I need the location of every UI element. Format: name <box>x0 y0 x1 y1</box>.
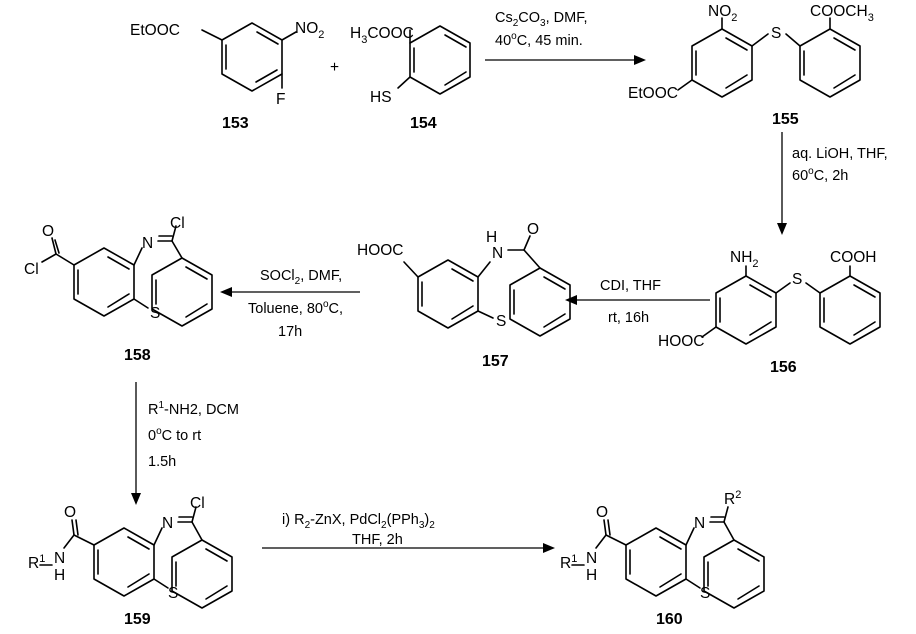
step-4-condition-3: 17h <box>278 324 302 340</box>
label-156-sulfur: S <box>792 271 802 288</box>
step-3-condition-2: rt, 16h <box>608 310 649 326</box>
label-160-nitrogen: N <box>694 515 705 532</box>
compound-153: EtOOC NO2 F 153 <box>130 20 324 132</box>
compound-160: O R1 N H N R2 S 160 <box>560 489 765 628</box>
label-156-acid-2: HOOC <box>658 333 705 350</box>
label-153-nitro: NO2 <box>295 20 324 41</box>
label-158-nitrogen: N <box>142 235 153 252</box>
compound-id-159: 159 <box>124 611 151 628</box>
label-155-nitro: NO2 <box>708 3 737 24</box>
step-4-condition-1: SOCl2, DMF, <box>260 268 342 287</box>
label-156-acid: COOH <box>830 249 877 266</box>
step-1-condition-2: 40oC, 45 min. <box>495 31 583 49</box>
step-5: R1-NH2, DCM 0oC to rt 1.5h <box>131 382 239 505</box>
plus-sign: + <box>330 59 339 76</box>
label-160-sulfur: S <box>700 585 710 602</box>
compound-id-158: 158 <box>124 347 151 364</box>
step-2: aq. LiOH, THF, 60oC, 2h <box>777 132 888 235</box>
label-159-chlorine: Cl <box>190 495 205 512</box>
compound-id-160: 160 <box>656 611 683 628</box>
step-2-condition-1: aq. LiOH, THF, <box>792 146 888 162</box>
step-1: Cs2CO3, DMF, 40oC, 45 min. <box>485 10 646 65</box>
label-158-oxygen: O <box>42 223 54 240</box>
compound-id-155: 155 <box>772 111 799 128</box>
compound-id-153: 153 <box>222 115 249 132</box>
step-4-condition-2: Toluene, 80oC, <box>248 299 343 317</box>
label-153-fluoro: F <box>276 91 285 108</box>
arrowhead-icon <box>777 223 787 235</box>
step-2-condition-2: 60oC, 2h <box>792 166 848 184</box>
label-160-amide-n: N <box>586 550 597 567</box>
label-155-ester: COOCH3 <box>810 3 874 24</box>
step-3-condition-1: CDI, THF <box>600 278 661 294</box>
label-159-amide-n: N <box>54 550 65 567</box>
arrowhead-icon <box>543 543 555 553</box>
label-160-oxygen: O <box>596 504 608 521</box>
step-5-condition-2: 0oC to rt <box>148 426 201 444</box>
arrowhead-icon <box>565 295 577 305</box>
label-157-nh-h: H <box>486 229 497 246</box>
step-5-condition-1: R1-NH2, DCM <box>148 400 239 418</box>
label-159-r1: R1 <box>28 553 45 572</box>
label-160-r1: R1 <box>560 553 577 572</box>
step-3: CDI, THF rt, 16h <box>565 278 710 326</box>
step-4: SOCl2, DMF, Toluene, 80oC, 17h <box>220 268 360 340</box>
label-159-sulfur: S <box>168 585 178 602</box>
compound-155: NO2 S COOCH3 EtOOC 155 <box>628 3 874 128</box>
label-159-amide-h: H <box>54 567 65 584</box>
label-153-ester: EtOOC <box>130 22 180 39</box>
arrowhead-icon <box>634 55 646 65</box>
step-5-condition-3: 1.5h <box>148 454 176 470</box>
compound-id-154: 154 <box>410 115 437 132</box>
label-157-nh-n: N <box>492 245 503 262</box>
compound-157: HOOC H N O S 157 <box>357 221 571 370</box>
label-160-r2: R2 <box>724 489 741 508</box>
arrowhead-icon <box>131 493 141 505</box>
compound-159: O R1 N H N Cl S 159 <box>28 495 233 628</box>
label-158-acyl-chlorine: Cl <box>24 261 39 278</box>
label-154-ester: H3COOC <box>350 25 414 46</box>
label-156-amine: NH2 <box>730 249 759 270</box>
label-154-thiol: HS <box>370 89 392 106</box>
label-155-sulfur: S <box>771 25 781 42</box>
label-160-amide-h: H <box>586 567 597 584</box>
label-157-acid: HOOC <box>357 242 404 259</box>
compound-156: NH2 S COOH HOOC 156 <box>658 249 881 376</box>
compound-id-156: 156 <box>770 359 797 376</box>
arrowhead-icon <box>220 287 232 297</box>
label-157-oxygen: O <box>527 221 539 238</box>
label-159-nitrogen: N <box>162 515 173 532</box>
compound-id-157: 157 <box>482 353 509 370</box>
label-158-sulfur: S <box>150 305 160 322</box>
step-1-condition-1: Cs2CO3, DMF, <box>495 10 588 29</box>
label-158-chlorine: Cl <box>170 215 185 232</box>
step-6: i) R2-ZnX, PdCl2(PPh3)2 THF, 2h <box>262 512 555 553</box>
step-6-condition-1: i) R2-ZnX, PdCl2(PPh3)2 <box>282 512 435 531</box>
label-155-ester-2: EtOOC <box>628 85 678 102</box>
step-6-condition-2: THF, 2h <box>352 532 403 548</box>
compound-158: O Cl N Cl S 158 <box>24 215 213 364</box>
compound-154: H3COOC HS 154 <box>350 25 471 132</box>
label-159-oxygen: O <box>64 504 76 521</box>
label-157-sulfur: S <box>496 313 506 330</box>
